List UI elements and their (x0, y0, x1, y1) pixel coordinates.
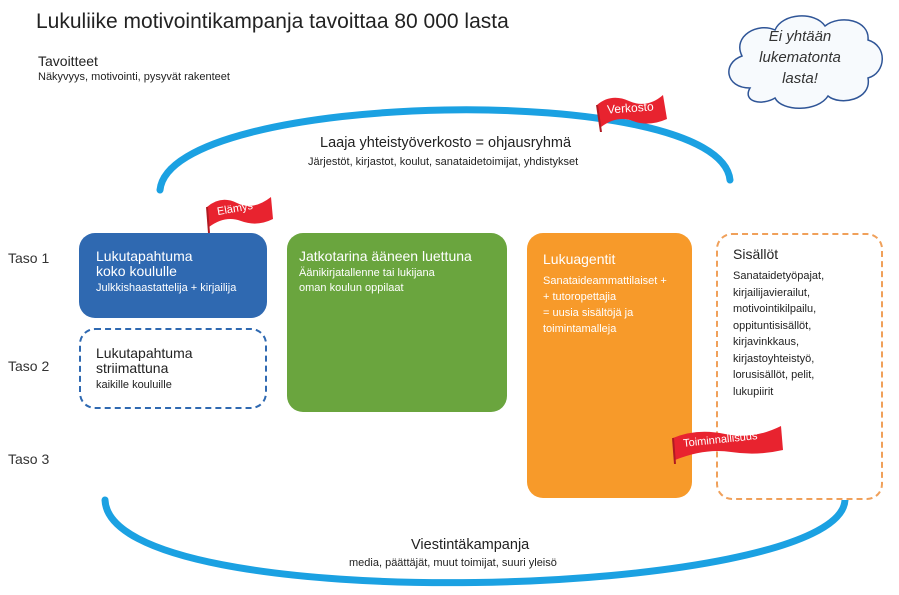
communication-arc (101, 496, 849, 587)
level-label-2: Taso 2 (8, 358, 50, 374)
stream-heading-line: Lukutapahtuma (96, 345, 193, 361)
cloud-line: Ei yhtään (768, 28, 832, 45)
communication-heading: Viestintäkampanja (411, 537, 530, 553)
level-label-1: Taso 1 (8, 250, 50, 266)
story-text-line: Äänikirjatallenne tai lukijana (299, 267, 435, 279)
story-box: Jatkotarina ääneen luettuna Äänikirjatal… (287, 233, 507, 412)
network-heading: Laaja yhteistyöverkosto = ohjausryhmä (320, 135, 572, 151)
cloud-callout: Ei yhtään lukematonta lasta! (720, 8, 892, 120)
flag-icon (672, 426, 783, 464)
level-label-3: Taso 3 (8, 451, 50, 467)
event-box: Lukutapahtuma koko koululle Julkkishaast… (79, 233, 267, 318)
content-text-line: lorusisällöt, pelit, (733, 369, 815, 381)
story-heading: Jatkotarina ääneen luettuna (299, 248, 472, 264)
agents-text-line: = uusia sisältöjä ja (543, 307, 634, 319)
agents-text-line: toimintamalleja (543, 323, 617, 335)
story-text-line: oman koulun oppilaat (299, 282, 404, 294)
content-text-line: Sanataidetyöpajat, (733, 270, 825, 282)
agents-text-line: + tutoropettajia (543, 291, 617, 303)
function-flag: Toiminnallisuus (671, 424, 785, 464)
network-flag: Verkosto (591, 87, 669, 132)
stream-box: Lukutapahtuma striimattuna kaikille koul… (79, 328, 267, 409)
stream-heading-line: striimattuna (96, 360, 169, 376)
agents-heading: Lukuagentit (543, 251, 616, 267)
content-text-line: oppituntisisällöt, (733, 319, 812, 332)
cloud-line: lukematonta (759, 49, 841, 66)
content-text-line: lukupiirit (733, 385, 774, 398)
event-heading-line: koko koululle (96, 263, 177, 279)
page-title: Lukuliike motivointikampanja tavoittaa 8… (36, 10, 509, 33)
experience-flag: Elämys (203, 193, 275, 233)
agents-box: Lukuagentit Sanataideammattilaiset + + t… (527, 233, 692, 498)
flag-icon (596, 95, 667, 132)
event-heading-line: Lukutapahtuma (96, 248, 193, 264)
cloud-line: lasta! (782, 70, 818, 87)
agents-text-line: Sanataideammattilaiset + (543, 275, 667, 287)
goals-text: Näkyvyys, motivointi, pysyvät rakenteet (38, 71, 230, 83)
cloud-text: Ei yhtään lukematonta lasta! (720, 26, 880, 89)
content-text-line: motivointikilpailu, (733, 303, 817, 315)
communication-text: media, päättäjät, muut toimijat, suuri y… (349, 557, 557, 569)
content-text-line: kirjastoyhteistyö, (733, 352, 815, 365)
event-text: Julkkishaastattelija + kirjailija (96, 282, 237, 294)
content-heading: Sisällöt (733, 246, 779, 262)
content-text-line: kirjailijavierailut, (733, 286, 811, 299)
goals-heading: Tavoitteet (38, 53, 98, 69)
cloud-shape (728, 15, 883, 109)
network-text: Järjestöt, kirjastot, koulut, sanataidet… (308, 156, 579, 168)
content-text-line: kirjavinkkaus, (733, 336, 800, 348)
stream-text: kaikille kouluille (96, 379, 172, 391)
flag-icon (206, 197, 273, 233)
content-box: Sisällöt Sanataidetyöpajat, kirjailijavi… (716, 233, 883, 500)
